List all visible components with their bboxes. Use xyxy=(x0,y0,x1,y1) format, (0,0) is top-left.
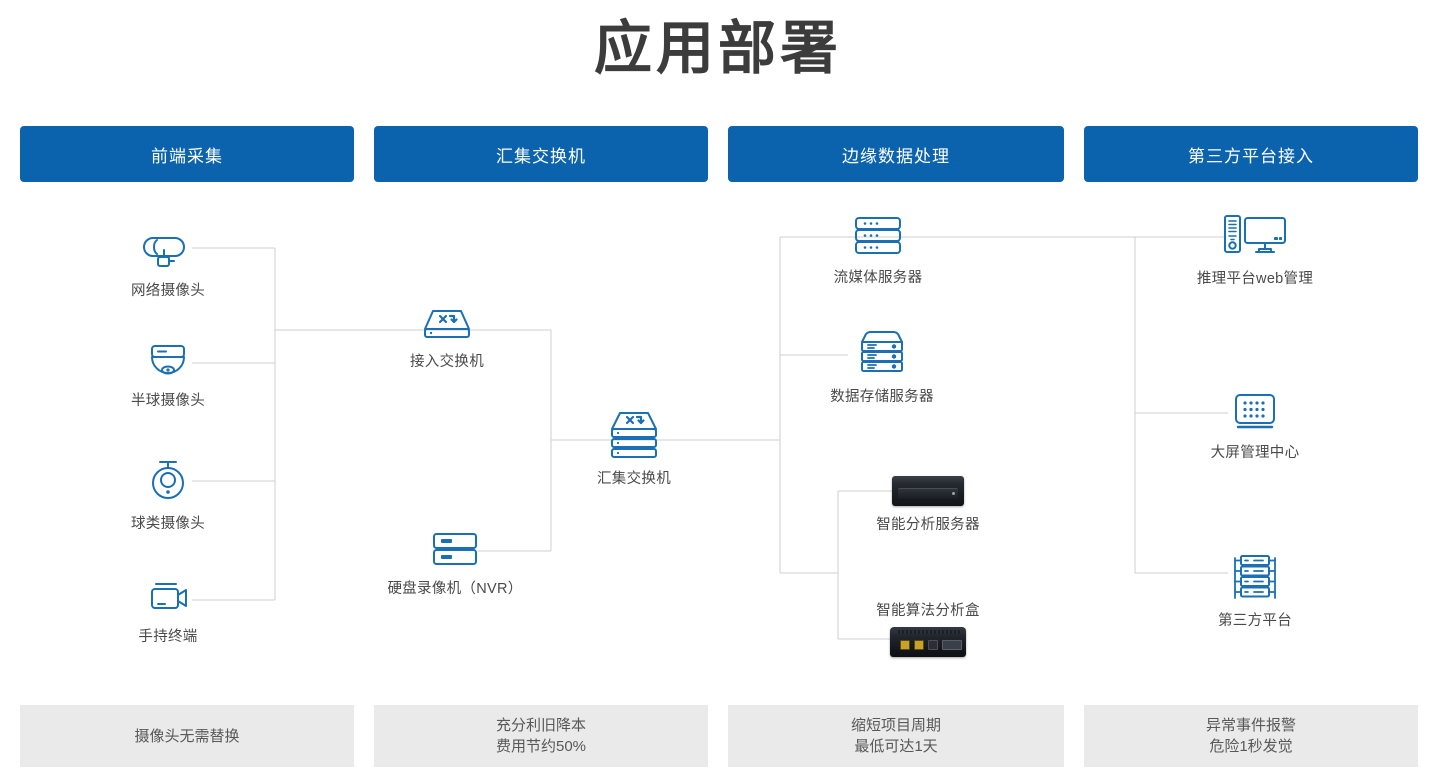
node-third-party-platform[interactable]: 第三方平台 xyxy=(1194,552,1316,630)
algorithm-box-photo xyxy=(890,627,966,657)
storage-server-icon xyxy=(852,328,912,378)
handheld-camcorder-icon xyxy=(140,578,196,618)
desktop-pc-icon xyxy=(1219,212,1291,260)
node-algorithm-analysis-box[interactable]: 智能算法分析盒 xyxy=(867,599,989,657)
footer-line: 摄像头无需替换 xyxy=(134,727,240,745)
nvr-icon xyxy=(424,528,486,570)
node-label: 汇集交换机 xyxy=(597,471,671,487)
footer-line: 充分利旧降本 xyxy=(495,717,586,734)
stacked-switch-icon xyxy=(603,408,665,460)
video-wall-icon xyxy=(1227,390,1283,434)
column-header-label: 前端采集 xyxy=(151,146,223,166)
node-data-storage-server[interactable]: 数据存储服务器 xyxy=(822,328,942,406)
node-label: 大屏管理中心 xyxy=(1210,445,1300,461)
node-label: 推理平台web管理 xyxy=(1196,271,1314,287)
node-label: 数据存储服务器 xyxy=(830,389,934,405)
footer-benefit-third-party-platform-access: 异常事件报警 危险1秒发觉 xyxy=(1084,705,1418,767)
footer-benefit-front-end-collection: 摄像头无需替换 xyxy=(20,705,354,767)
node-label: 半球摄像头 xyxy=(131,393,205,409)
node-label: 智能算法分析盒 xyxy=(876,603,980,619)
node-label: 第三方平台 xyxy=(1218,613,1292,629)
footer-benefit-edge-data-processing: 缩短项目周期 最低可达1天 xyxy=(728,705,1064,767)
column-header-label: 汇集交换机 xyxy=(496,146,586,166)
node-label: 手持终端 xyxy=(138,629,198,645)
footer-line: 最低可达1天 xyxy=(854,738,938,755)
footer-benefit-aggregation-switch: 充分利旧降本 费用节约50% xyxy=(374,705,708,767)
node-ip-camera[interactable]: 网络摄像头 xyxy=(128,224,208,300)
column-header-front-end-collection[interactable]: 前端采集 xyxy=(20,126,354,182)
node-label: 网络摄像头 xyxy=(131,283,205,299)
node-label: 智能分析服务器 xyxy=(876,517,980,533)
node-intelligent-analysis-server[interactable]: 智能分析服务器 xyxy=(867,476,989,534)
node-label: 硬盘录像机（NVR） xyxy=(387,581,523,597)
node-streaming-media-server[interactable]: 流媒体服务器 xyxy=(818,213,938,287)
node-label: 球类摄像头 xyxy=(131,516,205,532)
footer-line: 危险1秒发觉 xyxy=(1209,738,1293,755)
node-aggregation-switch[interactable]: 汇集交换机 xyxy=(594,408,674,488)
footer-line: 费用节约50% xyxy=(495,738,587,755)
node-label: 流媒体服务器 xyxy=(833,270,923,286)
column-header-aggregation-switch[interactable]: 汇集交换机 xyxy=(374,126,708,182)
server-cluster-icon xyxy=(1224,552,1286,602)
footer-line: 缩短项目周期 xyxy=(850,717,941,734)
node-video-wall-management-center[interactable]: 大屏管理中心 xyxy=(1194,390,1316,462)
node-handheld-terminal[interactable]: 手持终端 xyxy=(128,578,208,646)
column-header-label: 边缘数据处理 xyxy=(842,146,950,166)
switch-icon xyxy=(416,303,478,343)
column-header-third-party-platform-access[interactable]: 第三方平台接入 xyxy=(1084,126,1418,182)
column-header-label: 第三方平台接入 xyxy=(1188,146,1314,166)
footer-line: 异常事件报警 xyxy=(1205,717,1296,734)
page-title: 应用部署 xyxy=(593,16,842,81)
node-inference-platform-web-management[interactable]: 推理平台web管理 xyxy=(1191,212,1319,288)
ptz-camera-icon xyxy=(140,455,196,505)
node-label: 接入交换机 xyxy=(410,354,484,370)
rack-server-icon xyxy=(848,213,908,259)
bullet-camera-icon xyxy=(140,224,196,272)
node-access-switch[interactable]: 接入交换机 xyxy=(407,303,487,371)
node-dome-camera[interactable]: 半球摄像头 xyxy=(128,340,208,410)
node-nvr[interactable]: 硬盘录像机（NVR） xyxy=(387,528,522,598)
column-header-edge-data-processing[interactable]: 边缘数据处理 xyxy=(728,126,1064,182)
node-ptz-camera[interactable]: 球类摄像头 xyxy=(128,455,208,533)
analysis-server-photo xyxy=(892,476,964,506)
dome-camera-icon xyxy=(140,340,196,382)
